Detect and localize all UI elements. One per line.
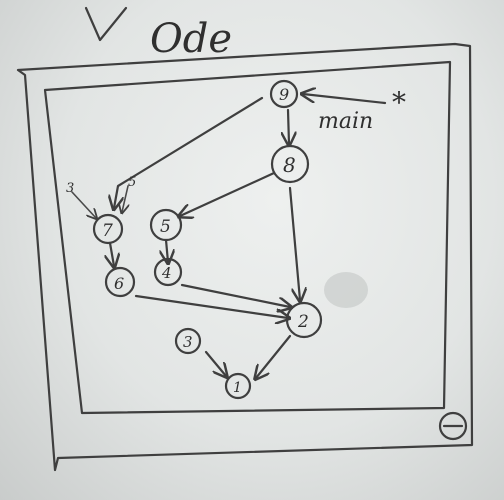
node-1: 1 [224, 372, 252, 400]
edge-9-8 [288, 108, 289, 144]
node-3: 3 [174, 327, 202, 355]
entry-label: main [318, 109, 373, 134]
edge-2-1 [256, 334, 292, 378]
node-label: 8 [283, 153, 296, 177]
edges [71, 94, 387, 378]
node-8: 8 [270, 144, 310, 184]
edge-6-2 [134, 294, 288, 318]
node-6: 6 [104, 266, 136, 298]
edge-3-1 [204, 350, 226, 376]
node-label: 2 [297, 312, 309, 332]
node-label: 6 [114, 274, 124, 293]
node-label: 7 [102, 221, 113, 241]
edge-main-9 [303, 94, 387, 105]
edge-side-right [122, 185, 128, 212]
edge-9-7 [114, 96, 264, 208]
corner-symbol-circle [438, 411, 468, 441]
node-label: 4 [161, 264, 172, 282]
edge-7-6 [110, 241, 114, 266]
edge-side-left [71, 191, 96, 218]
node-9: 9 [269, 79, 299, 109]
node-7: 7 [92, 213, 124, 245]
entry-mark: * [392, 86, 406, 119]
outer-frame [16, 42, 474, 472]
corner-stroke [84, 6, 128, 42]
node-label: 9 [279, 85, 289, 104]
node-4: 4 [153, 257, 183, 287]
edge-4-2 [180, 283, 290, 307]
side-label-right: 5 [128, 175, 136, 190]
node-label: 1 [233, 380, 242, 396]
diagram-title: Ode [150, 16, 232, 62]
edge-8-5 [180, 171, 276, 216]
smudge [324, 272, 368, 308]
node-2: 2 [285, 301, 323, 339]
side-label-left: 3 [66, 181, 74, 196]
node-5: 5 [149, 208, 183, 242]
node-label: 3 [183, 333, 193, 351]
inner-frame [43, 60, 452, 415]
edge-8-2 [288, 186, 300, 300]
node-label: 5 [160, 217, 171, 237]
